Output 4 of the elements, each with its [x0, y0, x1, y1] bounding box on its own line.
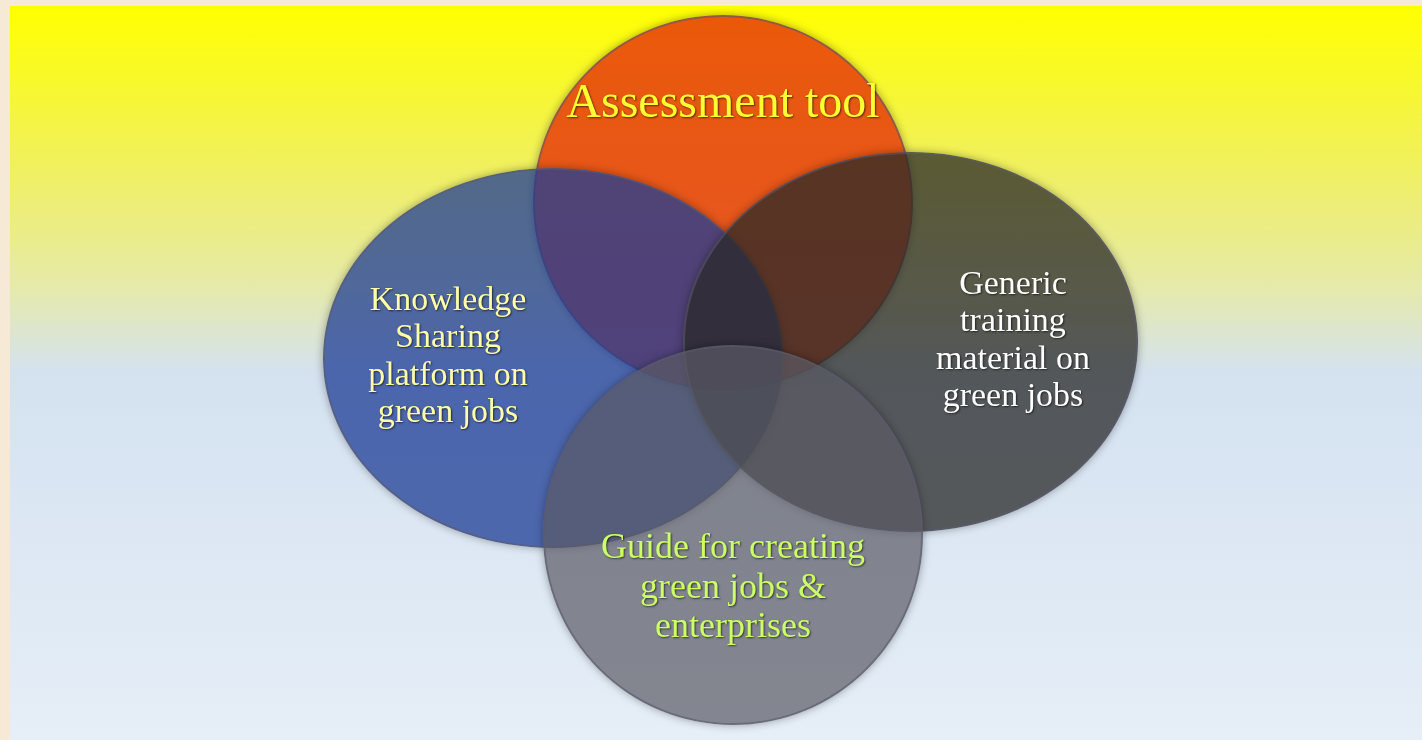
- circle-label: Assessment tool: [565, 75, 881, 128]
- circle-label: Knowledge Sharing platform on green jobs: [367, 280, 529, 430]
- circle-label: Generic training material on green jobs: [935, 264, 1091, 414]
- circle-label: Guide for creating green jobs & enterprises: [600, 527, 866, 646]
